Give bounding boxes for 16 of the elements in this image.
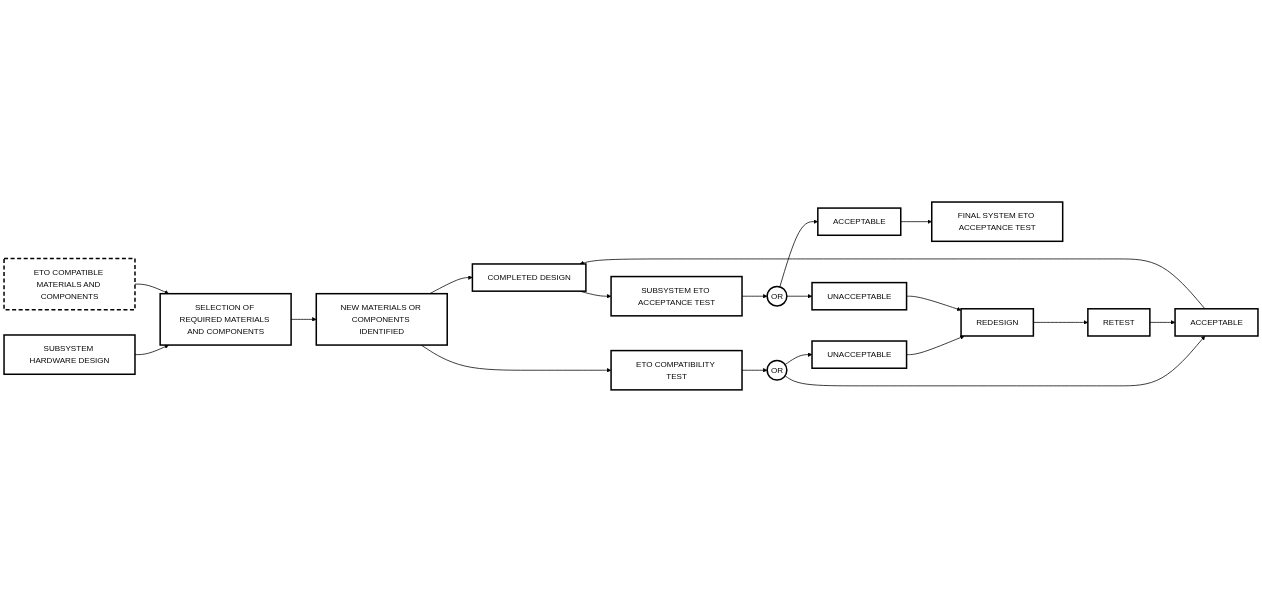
- node-circle: OR: [766, 285, 788, 307]
- node-box: FINAL SYSTEM ETO ACCEPTANCE TEST: [931, 200, 1064, 242]
- node-box: SUBSYSTEM ETO ACCEPTANCE TEST: [610, 275, 743, 317]
- node-box: UNACCEPTABLE: [811, 281, 908, 311]
- node-circle: OR: [766, 359, 788, 381]
- node-box: RETEST: [1087, 307, 1151, 337]
- node-box: SELECTION OF REQUIRED MATERIALS AND COMPONENTS: [159, 292, 292, 346]
- node-box: NEW MATERIALS OR COMPONENTS IDENTIFIED: [315, 292, 448, 346]
- node-box: ETO COMPATIBLE MATERIALS AND COMPONENTS: [3, 257, 136, 311]
- node-box: UNACCEPTABLE: [811, 339, 908, 369]
- node-box: ACCEPTABLE: [1174, 307, 1259, 337]
- node-box: SUBSYSTEM HARDWARE DESIGN: [3, 333, 136, 375]
- node-box: ETO COMPATIBILITY TEST: [610, 349, 743, 391]
- node-box: COMPLETED DESIGN: [471, 262, 587, 292]
- node-box: REDESIGN: [960, 307, 1035, 337]
- node-box: ACCEPTABLE: [817, 206, 902, 236]
